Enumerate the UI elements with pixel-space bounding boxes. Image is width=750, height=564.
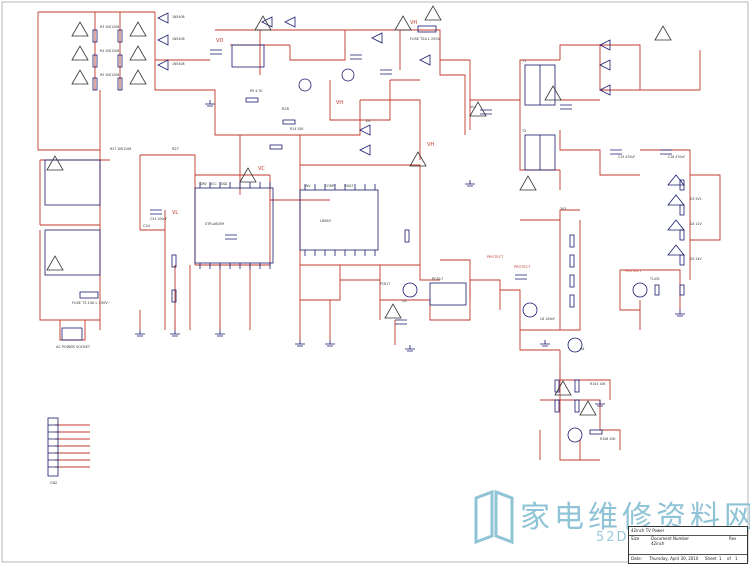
label-protect-3: PROTECT [625,269,642,273]
ground-symbols [135,100,685,407]
label-ic-opto: PC817 [432,277,443,281]
svg-text:D5 24V: D5 24V [690,257,703,261]
title-block: 42inch TV Power Size Document Number 42i… [628,526,748,564]
svg-text:VCC: VCC [210,182,217,186]
optocoupler-body [429,282,467,306]
title-block-sheet: 1 [719,556,722,561]
label-fuse-input: FUSE T3.15A L 250V~ [72,301,111,305]
title-block-of-label: of [727,556,731,561]
book-logo-icon [474,490,514,545]
svg-text:TL431: TL431 [649,277,660,281]
label-c24: C24 [143,224,151,228]
svg-text:3V3: 3V3 [560,207,566,211]
title-block-of-total: 1 [735,556,738,561]
label-t1: T1 [521,59,526,63]
transistor-q1 [402,282,418,298]
fuse-main [417,25,437,33]
component-value-labels: R3 1M/1206 R4 1M/1206 R5 1M/1206 1N5408 1N5… [100,15,703,441]
svg-text:C8 100nF: C8 100nF [540,317,555,321]
title-block-size-label: Size [631,536,640,541]
svg-text:INV: INV [305,184,311,188]
label-ic-pfc: L6563 [320,219,331,223]
title-block-sheet-label: Sheet [705,556,717,561]
svg-text:D4 12V: D4 12V [690,222,703,226]
svg-text:R27 1M/1206: R27 1M/1206 [110,147,131,151]
svg-text:C24 100nF: C24 100nF [150,217,167,221]
svg-text:GND: GND [220,182,228,186]
fuse-input [79,291,99,299]
warning-triangles [46,5,672,416]
svg-text:R5 1M/1206: R5 1M/1206 [100,73,119,77]
components-group [44,12,685,477]
svg-text:D3 5V1: D3 5V1 [690,197,702,201]
svg-text:R9 4.7K: R9 4.7K [250,89,263,93]
title-block-title: 42inch TV Power [631,528,665,533]
bridge-rectifier [44,229,101,276]
title-block-date: Thursday, April 30, 2010 [649,556,699,561]
label-cn2: CN2 [50,481,57,485]
label-ic-main: STR-A6059 [205,222,224,226]
ac-socket [61,327,83,341]
label-t2: T2 [521,129,526,133]
svg-text:1N5408: 1N5408 [172,15,185,19]
svg-text:C15 470uF: C15 470uF [618,155,635,159]
svg-text:Q4: Q4 [580,347,585,351]
label-fuse-main: FUSE T2A L 250V [410,37,441,41]
pfc-ic-body [299,189,379,251]
pwm-ic-body [194,187,274,264]
label-vcc: Vcc [470,105,476,109]
label-d1: D1 [366,119,371,123]
svg-text:R14 10K: R14 10K [290,127,304,131]
label-protect-2: PROTECT [514,265,531,269]
label-ac-socket: AC POWER SOCKET [56,345,91,349]
title-block-docnum-label: Document Number [651,536,690,541]
wires-group [37,11,721,468]
svg-text:R104 10K: R104 10K [590,382,606,386]
svg-text:1N5408: 1N5408 [172,37,185,41]
label-protect-1: PROTECT [487,255,504,259]
label-vh-top: VH [410,20,417,26]
label-vh-right: VH [427,142,434,148]
title-block-rev-label: Rev [729,536,737,541]
svg-text:R4 1M/1206: R4 1M/1206 [100,49,119,53]
label-vd: VD [216,38,223,44]
emi-filter-box [44,159,101,206]
label-vh-mid: VH [336,100,343,106]
svg-text:PC817: PC817 [380,282,390,286]
svg-text:R108 10K: R108 10K [600,437,616,441]
label-r27: R27 [172,147,179,151]
transformer-t3 [231,44,265,68]
svg-text:DRV: DRV [200,182,207,186]
label-q1: Q1 [402,299,407,303]
svg-text:R3 1M/1206: R3 1M/1206 [100,25,119,29]
svg-text:C16 470uF: C16 470uF [668,155,685,159]
svg-text:MULT: MULT [345,184,353,188]
label-vc: VC [258,166,265,172]
svg-text:1N5408: 1N5408 [172,62,185,66]
label-r28: R28 [282,107,289,111]
label-vl: VL [172,210,178,216]
title-block-docnum: 42inch [651,541,665,546]
title-block-date-label: Date: [631,556,642,561]
connector-cn2 [47,417,59,477]
svg-text:COMP: COMP [325,184,334,188]
